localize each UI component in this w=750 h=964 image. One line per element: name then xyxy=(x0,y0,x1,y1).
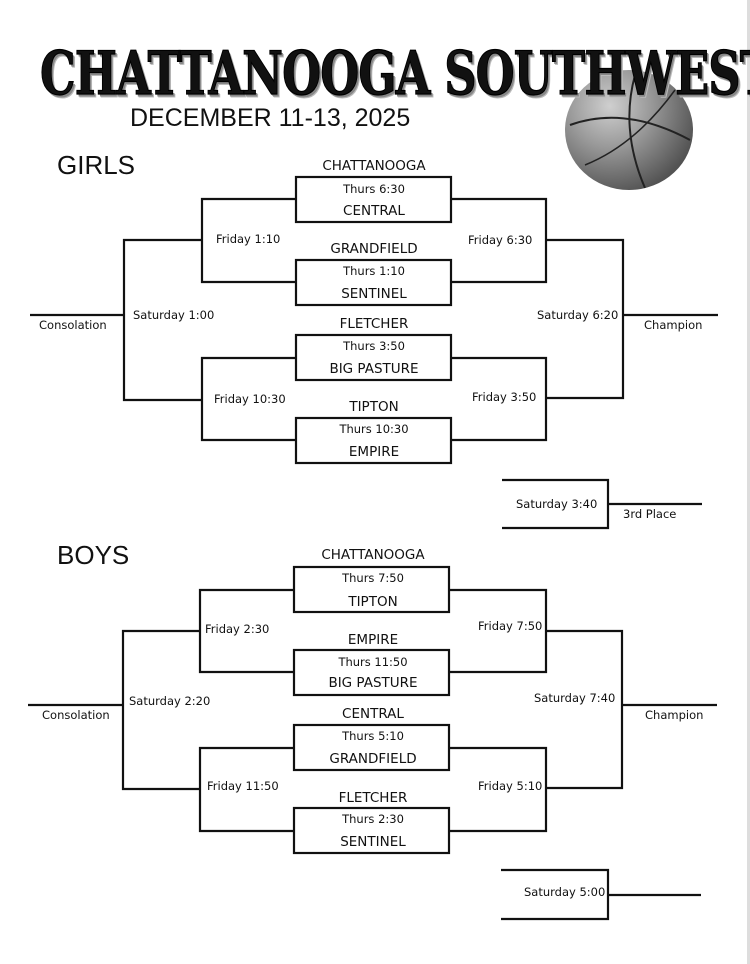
page-title: CHATTANOOGA SOUTHWEST SHOOTOUT xyxy=(40,38,750,109)
girls-game3-time: Thurs 3:50 xyxy=(343,339,405,353)
boys-section-label: BOYS xyxy=(57,540,130,570)
girls-section-label: GIRLS xyxy=(57,150,136,180)
girls-game3-top-team: FLETCHER xyxy=(339,316,409,332)
girls-third-place-label: 3rd Place xyxy=(623,507,677,521)
boys-championship-semi1: Friday 7:50 xyxy=(478,619,543,633)
girls-consolation-semi1: Friday 1:10 xyxy=(216,232,281,246)
boys-consolation-semi1: Friday 2:30 xyxy=(205,622,270,636)
page-edge xyxy=(747,0,750,964)
boys-game4-time: Thurs 2:30 xyxy=(342,812,404,826)
boys-champion-label: Champion xyxy=(645,708,704,722)
girls-game4-bottom-team: EMPIRE xyxy=(348,444,400,460)
boys-game2-top-team: EMPIRE xyxy=(347,632,399,648)
girls-game4-time: Thurs 10:30 xyxy=(339,422,409,436)
boys-consolation-label: Consolation xyxy=(42,708,110,722)
girls-championship-semi1: Friday 6:30 xyxy=(468,233,533,247)
event-date: DECEMBER 11-13, 2025 xyxy=(130,104,411,132)
boys-consolation-final: Saturday 2:20 xyxy=(129,694,211,708)
girls-champion-label: Champion xyxy=(644,318,703,332)
girls-game1-top-team: CHATTANOOGA xyxy=(322,158,426,174)
boys-game1-top-team: CHATTANOOGA xyxy=(321,547,425,563)
girls-consolation-semi2: Friday 10:30 xyxy=(214,392,286,406)
girls-game1-bottom-team: CENTRAL xyxy=(343,203,405,219)
boys-game1-time: Thurs 7:50 xyxy=(342,571,404,585)
boys-championship-final: Saturday 7:40 xyxy=(534,691,616,705)
girls-consolation-label: Consolation xyxy=(39,318,107,332)
boys-third-place-time: Saturday 5:00 xyxy=(524,885,606,899)
boys-game4-top-team: FLETCHER xyxy=(338,790,408,806)
boys-game3-time: Thurs 5:10 xyxy=(342,729,404,743)
girls-championship-final: Saturday 6:20 xyxy=(537,308,619,322)
girls-game2-bottom-team: SENTINEL xyxy=(341,286,407,302)
girls-game4-top-team: TIPTON xyxy=(349,399,399,415)
girls-game3-bottom-team: BIG PASTURE xyxy=(329,361,419,377)
boys-game3-bottom-team: GRANDFIELD xyxy=(329,751,417,767)
boys-consolation-semi2: Friday 11:50 xyxy=(207,779,279,793)
boys-game3-top-team: CENTRAL xyxy=(342,706,404,722)
boys-game4-bottom-team: SENTINEL xyxy=(340,834,406,850)
girls-game2-time: Thurs 1:10 xyxy=(343,264,405,278)
girls-game1-time: Thurs 6:30 xyxy=(343,182,405,196)
basketball-icon xyxy=(565,70,693,190)
boys-game2-bottom-team: BIG PASTURE xyxy=(328,675,418,691)
boys-game2-time: Thurs 11:50 xyxy=(338,655,408,669)
girls-consolation-final: Saturday 1:00 xyxy=(133,308,215,322)
girls-championship-semi2: Friday 3:50 xyxy=(472,390,537,404)
boys-game1-bottom-team: TIPTON xyxy=(348,594,398,610)
girls-game2-top-team: GRANDFIELD xyxy=(330,241,418,257)
boys-championship-semi2: Friday 5:10 xyxy=(478,779,543,793)
girls-third-place-time: Saturday 3:40 xyxy=(516,497,598,511)
